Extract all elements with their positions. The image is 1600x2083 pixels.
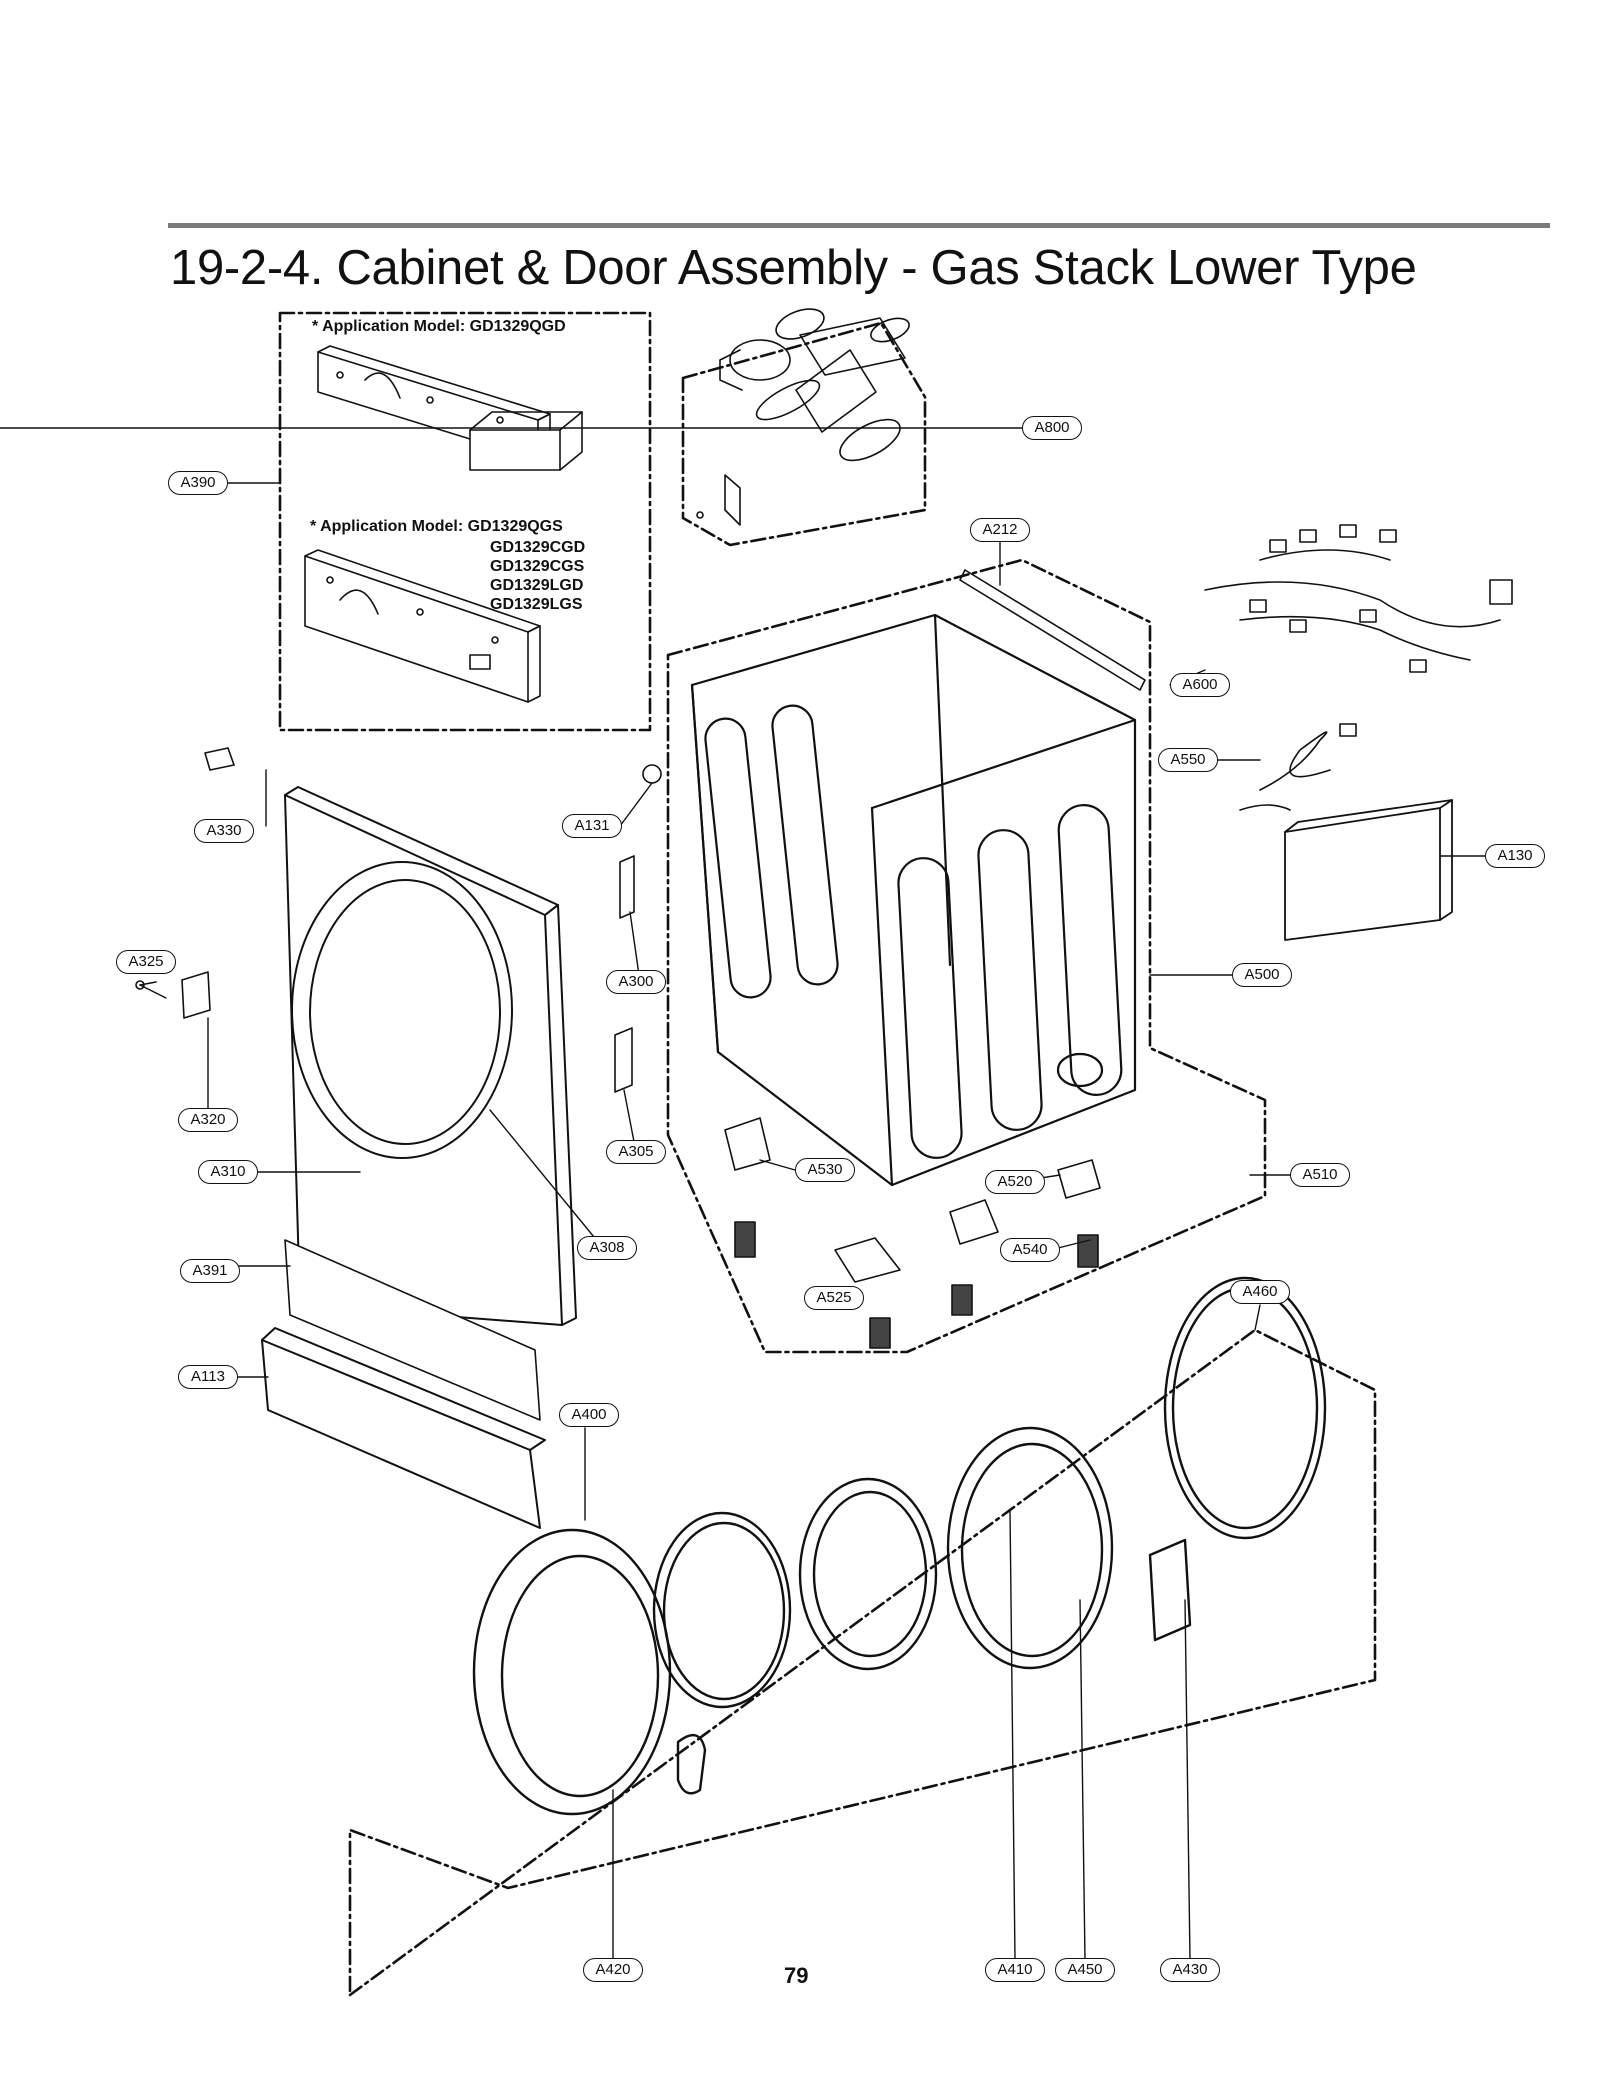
callout-a113: A113 — [178, 1365, 238, 1389]
control-bracket-lower — [304, 549, 541, 703]
group-outline-a800 — [681, 321, 927, 547]
callout-a308: A308 — [577, 1236, 637, 1260]
wire-harness — [1204, 524, 1513, 673]
callout-a600: A600 — [1170, 673, 1230, 697]
group-outline-a390 — [278, 311, 652, 732]
callout-a330: A330 — [194, 819, 254, 843]
callout-a420: A420 — [583, 1958, 643, 1982]
callout-a320: A320 — [178, 1108, 238, 1132]
application-model-code: GD1329CGD — [490, 539, 586, 556]
callout-a131: A131 — [562, 814, 622, 838]
callout-a310: A310 — [198, 1160, 258, 1184]
callout-a550: A550 — [1158, 748, 1218, 772]
rear-cover — [1284, 799, 1453, 941]
callout-a510: A510 — [1290, 1163, 1350, 1187]
application-model-label: * Application Model: — [312, 318, 466, 335]
cabinet-frame — [690, 613, 1137, 1187]
application-model-code: GD1329QGS — [467, 518, 563, 535]
callout-a390: A390 — [168, 471, 228, 495]
kickplate-bracket — [284, 1239, 541, 1421]
callout-a460: A460 — [1230, 1280, 1290, 1304]
leader-lines — [0, 427, 1486, 1961]
application-model-note-1: * Application Model: GD1329QGD — [312, 317, 566, 336]
control-bracket-upper — [317, 345, 583, 471]
hinges — [614, 855, 635, 1093]
callout-a430: A430 — [1160, 1958, 1220, 1982]
application-model-code: GD1329QGD — [469, 318, 566, 335]
callout-a130: A130 — [1485, 844, 1545, 868]
small-bracket — [204, 747, 235, 771]
cabinet-base-parts — [724, 1117, 1101, 1349]
group-outline-a400 — [348, 1328, 1377, 1997]
application-model-code: GD1329LGS — [490, 596, 583, 613]
callout-a305: A305 — [606, 1140, 666, 1164]
callout-a325: A325 — [116, 950, 176, 974]
header-rule — [168, 223, 1550, 228]
callout-a540: A540 — [1000, 1238, 1060, 1262]
page-number: 79 — [784, 1963, 809, 1988]
callout-a530: A530 — [795, 1158, 855, 1182]
power-cord — [1239, 723, 1357, 811]
callout-a800: A800 — [1022, 416, 1082, 440]
page-title: 19-2-4. Cabinet & Door Assembly - Gas St… — [170, 241, 1417, 295]
kickplate — [261, 1327, 546, 1529]
grommet — [642, 764, 662, 784]
door-rings — [472, 1276, 1327, 1816]
application-model-code: GD1329CGS — [490, 558, 585, 575]
front-panel — [284, 786, 577, 1326]
callout-a391: A391 — [180, 1259, 240, 1283]
latch-and-screw — [135, 971, 211, 1019]
application-model-note-2: * Application Model: GD1329QGS — [310, 517, 563, 536]
application-model-code: GD1329LGD — [490, 577, 584, 594]
group-outline-a500 — [666, 558, 1267, 1354]
application-model-list: GD1329CGD GD1329CGS GD1329LGD GD1329LGS — [490, 538, 585, 614]
callout-a300: A300 — [606, 970, 666, 994]
callout-a520: A520 — [985, 1170, 1045, 1194]
callout-a400: A400 — [559, 1403, 619, 1427]
callout-a500: A500 — [1232, 963, 1292, 987]
application-model-label: * Application Model: — [310, 518, 464, 535]
top-rail — [959, 569, 1146, 691]
exhaust-duct — [696, 308, 910, 526]
callout-a450: A450 — [1055, 1958, 1115, 1982]
callout-a525: A525 — [804, 1286, 864, 1310]
callout-a212: A212 — [970, 518, 1030, 542]
callout-a410: A410 — [985, 1958, 1045, 1982]
